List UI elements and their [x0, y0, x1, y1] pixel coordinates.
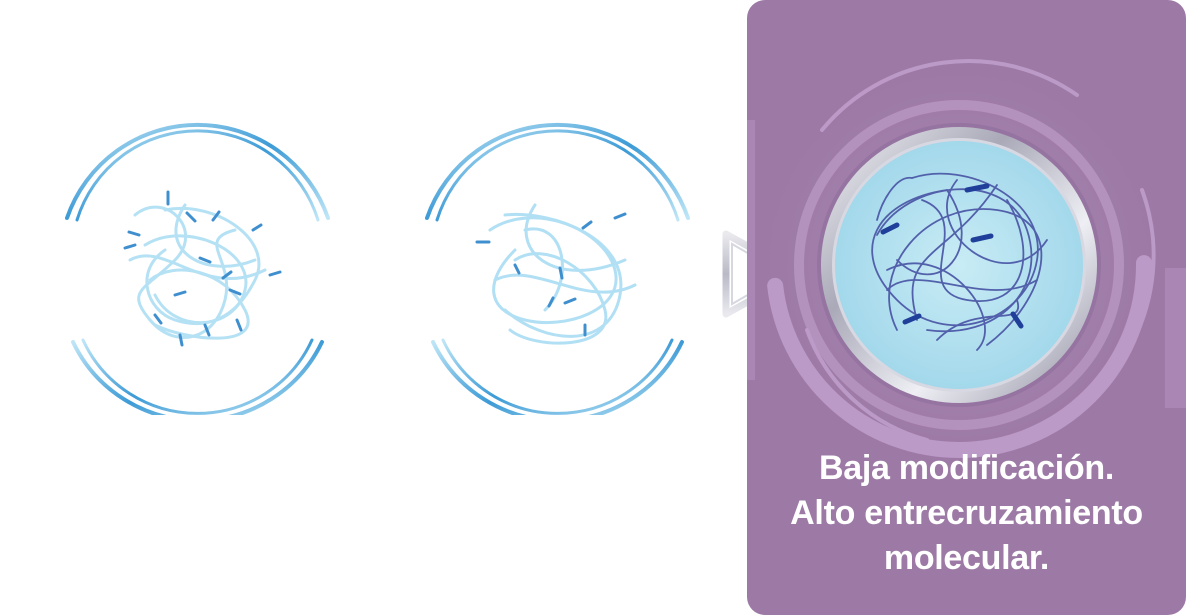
highlight-panel: [747, 0, 1186, 615]
caption-line-2: Alto entrecruzamiento: [790, 494, 1143, 532]
molecule-circle-medium-modification: [425, 122, 690, 415]
molecule-circle-high-modification: [65, 122, 330, 415]
panel-caption: Baja modificación. Alto entrecruzamiento…: [747, 446, 1186, 581]
caption-line-3: molecular.: [883, 539, 1050, 577]
molecule-circle-low-modification: [747, 55, 1186, 475]
caption-line-1: Baja modificación.: [818, 449, 1114, 487]
